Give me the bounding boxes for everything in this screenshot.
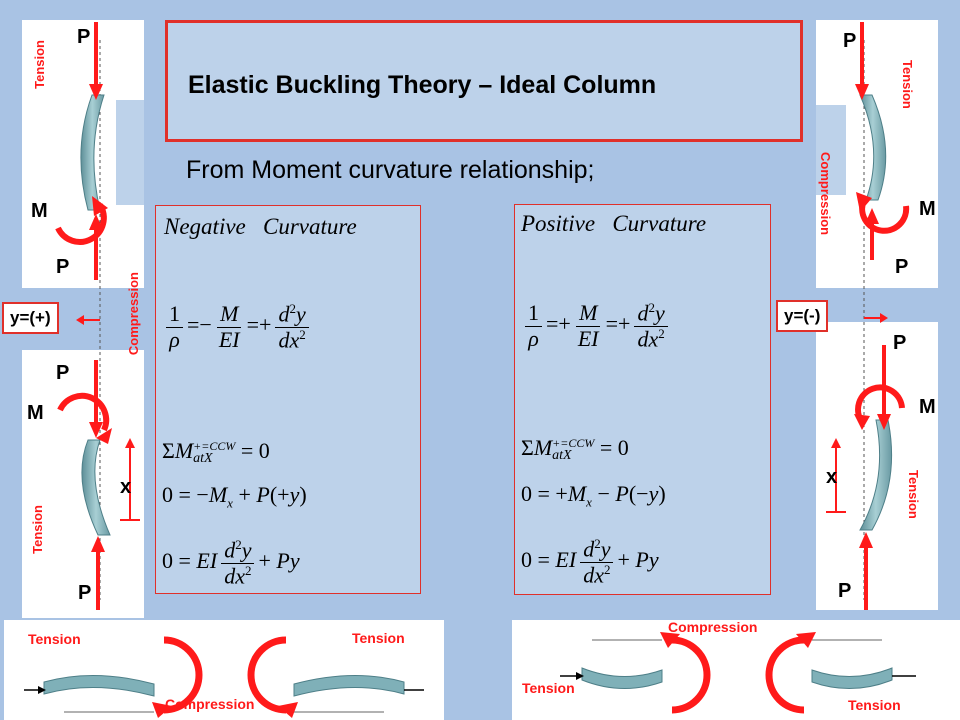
page-title: Elastic Buckling Theory – Ideal Column	[188, 71, 657, 99]
positive-eq1-sign-2: +	[618, 311, 631, 337]
positive-heading: Positive Curvature	[521, 211, 706, 237]
bottom-left-diagram	[24, 636, 424, 718]
left-column-diagram	[55, 22, 140, 610]
right-y-label: y=(-)	[776, 300, 829, 332]
negative-eq3-sign-1: −	[196, 482, 209, 507]
negative-equation-3: 0 = −Mx + P(+y)	[162, 482, 307, 511]
column-lower	[81, 439, 111, 536]
bottom-right-tension-right: Tension	[848, 697, 901, 713]
right-mid-load-label: P	[895, 256, 909, 278]
positive-eq3-sign-2: −	[597, 481, 610, 506]
right-tension-bottom-label: Tension	[906, 470, 921, 519]
negative-heading-word-1: Negative	[164, 214, 246, 239]
negative-heading-word-2: Curvature	[263, 214, 357, 239]
bottom-left-panel	[4, 620, 444, 720]
right-lower-load-label: P	[893, 332, 907, 354]
title-box: Elastic Buckling Theory – Ideal Column	[165, 20, 803, 142]
left-lower-moment-label: M	[24, 402, 47, 425]
negative-eq1-sign-2: +	[259, 312, 272, 338]
bottom-right-diagram	[560, 632, 916, 714]
right-tension-top-label: Tension	[900, 60, 915, 109]
right-moment-label: M	[919, 198, 936, 220]
negative-heading: Negative Curvature	[164, 214, 357, 240]
positive-equation-3: 0 = +Mx − P(−y)	[521, 481, 666, 510]
bottom-right-tension-left: Tension	[522, 680, 575, 696]
column-upper	[80, 94, 105, 211]
left-tension-bottom-label: Tension	[30, 505, 45, 554]
right-top-load-label: P	[843, 30, 857, 52]
positive-eq3-sign-1: +	[555, 481, 568, 506]
left-tension-top-label: Tension	[32, 40, 47, 89]
left-lower-load-label: P	[56, 362, 70, 384]
positive-eq1-sign-1: +	[558, 311, 571, 337]
left-x-label: x	[120, 476, 132, 498]
right-x-label: x	[826, 466, 838, 488]
left-y-label: y=(+)	[2, 302, 59, 334]
left-mid-load-label: P	[56, 256, 70, 278]
positive-heading-word-1: Positive	[521, 211, 596, 236]
right-column-diagram	[826, 22, 910, 610]
right-bottom-load-label: P	[838, 580, 852, 602]
left-bottom-load-label: P	[78, 582, 92, 604]
bottom-left-tension-right: Tension	[352, 630, 405, 646]
left-moment-label: M	[28, 200, 51, 223]
left-top-load-label: P	[77, 26, 91, 48]
page-subtitle: From Moment curvature relationship;	[186, 156, 595, 184]
bottom-right-compression: Compression	[668, 619, 758, 635]
right-compression-label: Compression	[818, 152, 833, 236]
right-lower-moment-label: M	[919, 396, 936, 418]
right-column-lower	[859, 419, 893, 531]
negative-eq1-sign-1: −	[199, 312, 212, 338]
left-compression-label: Compression	[126, 272, 141, 356]
bottom-left-compression: Compression	[165, 696, 255, 712]
right-column-upper	[859, 94, 887, 201]
negative-eq3-sign-2: +	[238, 482, 251, 507]
positive-heading-word-2: Curvature	[612, 211, 707, 236]
bottom-left-tension-left: Tension	[28, 631, 81, 647]
